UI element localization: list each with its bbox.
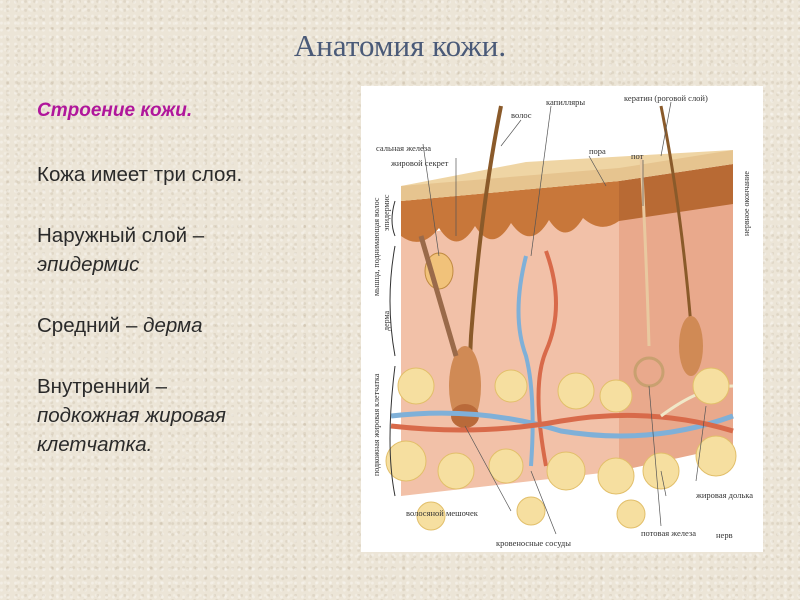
label-capillaries: капилляры xyxy=(546,97,585,107)
label-muscle: мышца, поднимающая волос xyxy=(372,197,381,296)
label-sweat-gland: потовая железа xyxy=(641,528,696,538)
layer-outer-label: Наружный слой – xyxy=(37,224,205,247)
skin-cross-section: капилляры кератин (роговой слой) волос с… xyxy=(372,93,753,548)
label-pore: пора xyxy=(589,146,606,156)
label-dermis: дерма xyxy=(382,310,391,331)
layer-outer: Наружный слой – эпидермис xyxy=(37,221,347,279)
surface-edge xyxy=(401,150,733,201)
label-hair: волос xyxy=(511,110,532,120)
layer-middle: Средний – дерма xyxy=(37,311,347,340)
label-nerve-ending: нервное окончание xyxy=(742,171,751,236)
layer-inner-term: подкожная жировая клетчатка. xyxy=(37,404,226,456)
layer-brackets xyxy=(389,200,396,497)
label-epidermis: эпидермис xyxy=(382,194,391,231)
section-heading: Строение кожи. xyxy=(37,100,193,121)
arrector-muscle xyxy=(418,235,459,357)
text-panel: Строение кожи. Кожа имеет три слоя. Нару… xyxy=(37,100,347,491)
label-keratin: кератин (роговой слой) xyxy=(624,93,708,103)
epidermis-front xyxy=(401,181,619,242)
layer-middle-label: Средний – xyxy=(37,314,138,337)
hair-follicle xyxy=(449,346,481,426)
label-fat-lobule: жировая долька xyxy=(695,490,753,500)
label-sweat: пот xyxy=(631,151,644,161)
skin-diagram: капилляры кератин (роговой слой) волос с… xyxy=(361,86,763,552)
label-pointers xyxy=(422,101,707,535)
layer-inner: Внутренний – подкожная жировая клетчатка… xyxy=(37,372,347,459)
label-follicle: волосяной мешочек xyxy=(406,508,479,518)
fat-layer xyxy=(385,367,737,531)
label-sebaceous: сальная железа xyxy=(376,143,431,153)
artery-horizontal xyxy=(390,412,734,434)
artery-vertical xyxy=(536,250,558,467)
label-nerve: нерв xyxy=(716,530,733,540)
layer-middle-term: дерма xyxy=(143,314,203,337)
label-blood-vessels: кровеносные сосуды xyxy=(496,538,571,548)
layer-inner-label: Внутренний – xyxy=(37,375,168,398)
label-fat-secretion: жировой секрет xyxy=(390,158,449,168)
layer-outer-term: эпидермис xyxy=(37,253,140,276)
slide-title: Анатомия кожи. xyxy=(293,28,507,63)
label-subcutaneous: подкожная жировая клетчатка xyxy=(372,373,381,476)
vein-horizontal xyxy=(390,410,734,439)
intro-text: Кожа имеет три слоя. xyxy=(37,163,243,186)
follicle-2 xyxy=(679,316,703,376)
sweat-duct xyxy=(639,155,651,347)
